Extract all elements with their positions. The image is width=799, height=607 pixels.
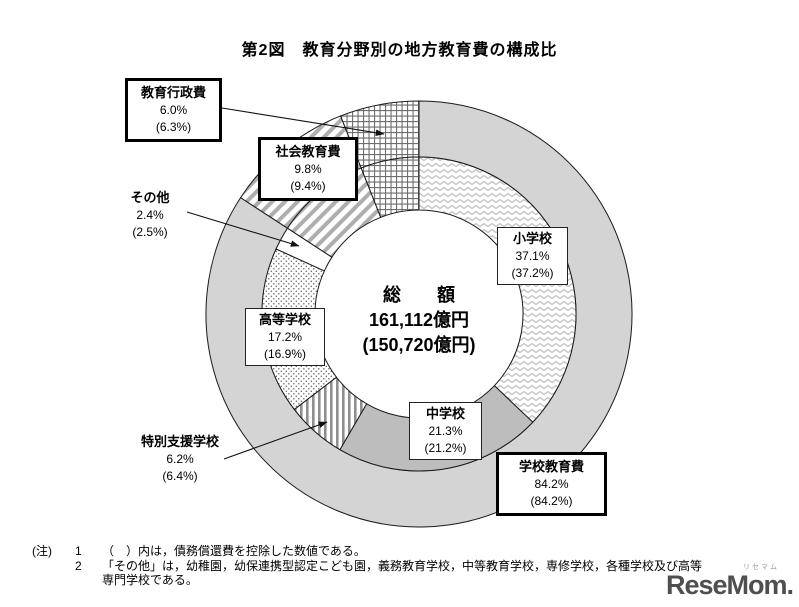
category-pct-excl: (6.3%) bbox=[155, 119, 192, 134]
category-name: 社会教育費 bbox=[275, 144, 341, 159]
category-pct: 9.8% bbox=[294, 162, 322, 176]
category-name: 中学校 bbox=[425, 406, 465, 421]
watermark-logo: ReseMom. bbox=[665, 570, 794, 600]
segment-inner-教育行政費 bbox=[360, 156, 420, 218]
footnote-2: 2 「その他」は，幼稚園，幼保連携型認定こども園，義務教育学校，中等教育学校，専修… bbox=[32, 559, 702, 574]
category-pct-excl: (37.2%) bbox=[511, 265, 554, 280]
category-name: 小学校 bbox=[512, 231, 552, 246]
label-sonota: その他 2.4% (2.5%) bbox=[112, 189, 188, 240]
category-pct-excl: (9.4%) bbox=[290, 178, 326, 193]
label-tokubetsu-shien: 特別支援学校 6.2% (6.4%) bbox=[122, 433, 238, 484]
category-pct: 6.2% bbox=[166, 452, 194, 466]
category-name: 学校教育費 bbox=[518, 459, 584, 474]
footnote-1: (注) 1 （ ）内は，債務償還費を控除した数値である。 bbox=[32, 544, 702, 559]
category-pct: 17.2% bbox=[267, 330, 303, 344]
arrow-sonota bbox=[186, 211, 300, 247]
category-name: 特別支援学校 bbox=[140, 434, 219, 449]
watermark-ruby: リセマム bbox=[743, 564, 779, 571]
label-box-chugakko: 中学校 21.3% (21.2%) bbox=[409, 402, 482, 460]
category-pct: 2.4% bbox=[136, 208, 164, 222]
category-pct-excl: (6.4%) bbox=[162, 468, 198, 483]
figure-title: 第2図 教育分野別の地方教育費の構成比 bbox=[241, 42, 558, 59]
category-name: 高等学校 bbox=[258, 312, 311, 327]
category-pct-excl: (84.2%) bbox=[530, 493, 573, 508]
footnotes: (注) 1 （ ）内は，債務償還費を控除した数値である。 2 「その他」は，幼稚園，幼… bbox=[32, 544, 702, 588]
footnote-2-continuation: 専門学校である。 bbox=[32, 573, 702, 588]
label-box-kotogakko: 高等学校 17.2% (16.9%) bbox=[245, 308, 325, 366]
resemom-watermark: リセマム ReseMom. bbox=[665, 564, 794, 600]
category-pct-excl: (21.2%) bbox=[424, 440, 467, 455]
donut-center-total: 総 額 161,112億円 (150,720億円) bbox=[319, 283, 519, 358]
footnote-prefix: (注) bbox=[32, 544, 52, 558]
category-pct: 37.1% bbox=[515, 249, 550, 263]
total-amount-excl: (150,720億円) bbox=[362, 335, 476, 355]
category-name: その他 bbox=[130, 190, 170, 205]
category-pct-excl: (2.5%) bbox=[132, 224, 168, 239]
category-name: 教育行政費 bbox=[140, 85, 206, 100]
category-pct: 84.2% bbox=[534, 477, 569, 491]
footnote-2-text-cont: 専門学校である。 bbox=[102, 573, 198, 588]
pointer-arrows bbox=[186, 107, 385, 460]
label-box-gakko-kyoikuhi: 学校教育費 84.2% (84.2%) bbox=[496, 452, 607, 516]
segment-inner-小学校 bbox=[418, 156, 577, 423]
label-box-kyoiku-gyoseihi: 教育行政費 6.0% (6.3%) bbox=[125, 78, 222, 142]
category-pct-excl: (16.9%) bbox=[263, 346, 307, 361]
arrow-kyoiku-gyoseihi bbox=[221, 107, 385, 136]
category-pct: 21.3% bbox=[428, 424, 463, 438]
total-amount: 161,112億円 bbox=[368, 310, 470, 330]
label-box-shogakko: 小学校 37.1% (37.2%) bbox=[497, 227, 568, 285]
footnote-2-text: 「その他」は，幼稚園，幼保連携型認定こども園，義務教育学校，中等教育学校，専修学… bbox=[102, 558, 703, 573]
category-pct: 6.0% bbox=[159, 103, 188, 117]
footnote-1-num: 1 bbox=[75, 544, 82, 558]
label-box-shakai-kyoikuhi: 社会教育費 9.8% (9.4%) bbox=[258, 137, 358, 201]
footnote-1-text: （ ）内は，債務償還費を控除した数値である。 bbox=[102, 544, 366, 558]
footnote-2-num: 2 bbox=[75, 558, 82, 573]
total-caption: 総 額 bbox=[383, 285, 455, 305]
arrow-tokubetsu-shien bbox=[223, 421, 328, 460]
